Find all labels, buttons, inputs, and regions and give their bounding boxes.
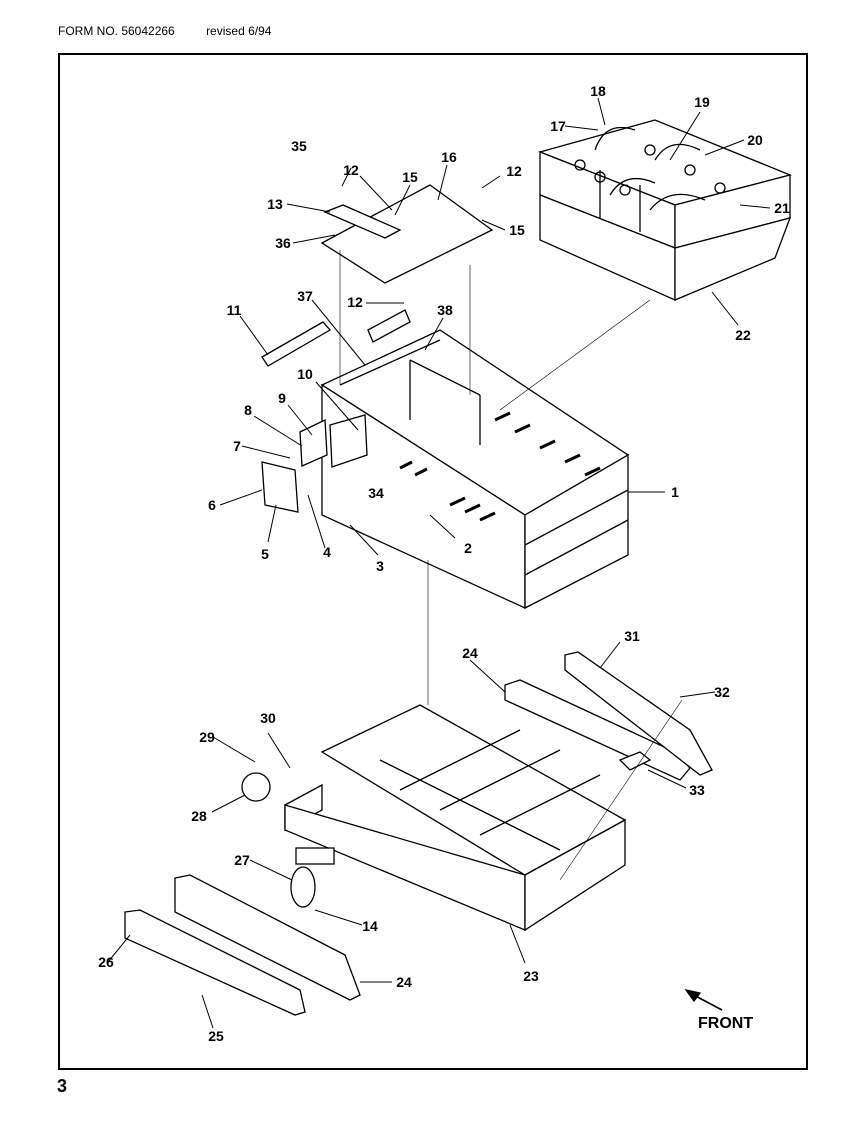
form-number: FORM NO. 56042266: [58, 24, 175, 38]
page-number: 3: [57, 1076, 68, 1096]
callout-label: 29: [199, 729, 215, 745]
callout-label: 9: [278, 390, 286, 406]
callout-label: 4: [323, 544, 331, 560]
callout-label: 28: [191, 808, 207, 824]
callout-label: 36: [275, 235, 291, 251]
page-header: FORM NO. 56042266 revised 6/94: [58, 24, 299, 38]
callout-label: 19: [694, 94, 710, 110]
callout-label: 2: [464, 540, 472, 556]
callout-label: 26: [98, 954, 114, 970]
callout-label: 25: [208, 1028, 224, 1044]
callout-label: 38: [437, 302, 453, 318]
main-compartment: [320, 329, 630, 610]
callout-label: 24: [462, 645, 478, 661]
callout-label: 13: [267, 196, 283, 212]
callout-label: 16: [441, 149, 457, 165]
callout-label: 33: [689, 782, 705, 798]
callout-label: 12: [347, 294, 363, 310]
callout-label: 3: [376, 558, 384, 574]
side-rail-26: [124, 909, 306, 1016]
callout-label: 34: [368, 485, 384, 501]
lower-frame: [284, 704, 627, 932]
assembly-lines: [339, 250, 683, 881]
leader-lines: [107, 97, 771, 1029]
side-bracket: [261, 414, 368, 513]
callout-label: 6: [208, 497, 216, 513]
callout-label: 14: [362, 918, 378, 934]
callout-label: 17: [550, 118, 566, 134]
front-arrow-icon: [684, 989, 723, 1011]
roller-28: [241, 772, 271, 802]
callout-label: 20: [747, 132, 763, 148]
callout-label: 32: [714, 684, 730, 700]
top-cover-plate: [320, 184, 494, 284]
callout-label: 37: [297, 288, 313, 304]
strip-part-11: [261, 321, 332, 367]
battery: [537, 119, 793, 302]
bracket-37: [367, 309, 411, 343]
callout-label: 23: [523, 968, 539, 984]
callout-label: 31: [624, 628, 640, 644]
callout-label: 30: [260, 710, 276, 726]
callout-label: 15: [509, 222, 525, 238]
callout-label: 22: [735, 327, 751, 343]
side-rail-31: [564, 651, 713, 776]
callout-label: 15: [402, 169, 418, 185]
callout-label: 11: [226, 302, 242, 318]
part-33: [618, 751, 652, 771]
callout-label: 18: [590, 83, 606, 99]
callout-label: 5: [261, 546, 269, 562]
callout-label: 10: [297, 366, 313, 382]
diagram-frame: [58, 53, 808, 1070]
callout-label: 21: [774, 200, 790, 216]
caster-wheel: [290, 847, 335, 908]
callout-label: 8: [244, 402, 252, 418]
front-label: FRONT: [698, 1015, 754, 1032]
callout-label: 1: [671, 484, 679, 500]
side-rail-24-lower: [174, 874, 361, 1001]
callout-label: 12: [343, 162, 359, 178]
callout-label: 7: [233, 438, 241, 454]
callout-label: 27: [234, 852, 250, 868]
revision-date: revised 6/94: [206, 24, 272, 38]
callout-label: 35: [291, 138, 307, 154]
callout-label: 12: [506, 163, 522, 179]
callout-label: 24: [396, 974, 412, 990]
